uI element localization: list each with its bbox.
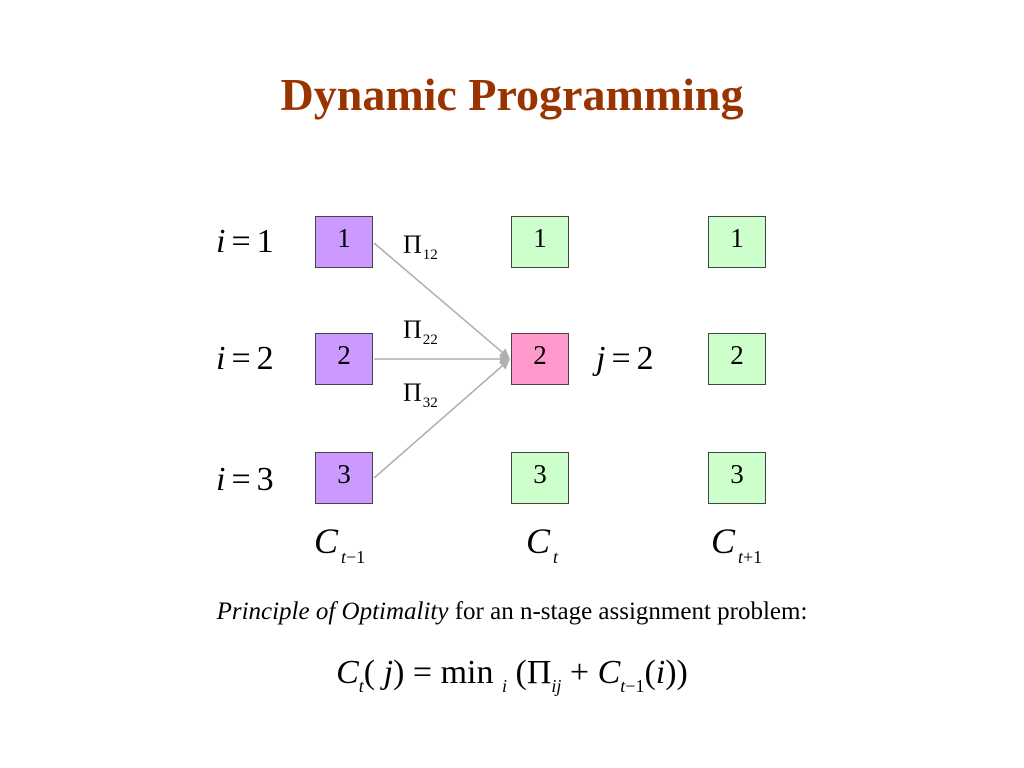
transition-label-22: Π22 bbox=[403, 315, 438, 348]
transition-label-12: Π12 bbox=[403, 230, 438, 263]
node-next-2: 2 bbox=[708, 333, 766, 385]
transition-label-32: Π32 bbox=[403, 378, 438, 411]
arrow-3-to-2 bbox=[373, 359, 510, 479]
j-label: j=2 bbox=[596, 340, 654, 377]
node-curr-1: 1 bbox=[511, 216, 569, 268]
principle-text: Principle of Optimality for an n-stage a… bbox=[216, 598, 808, 625]
arrow-1-to-2 bbox=[373, 242, 510, 359]
node-curr-3: 3 bbox=[511, 452, 569, 504]
node-prev-1: 1 bbox=[315, 216, 373, 268]
row-label-i1: i=1 bbox=[216, 223, 274, 260]
node-next-1: 1 bbox=[708, 216, 766, 268]
node-next-3: 3 bbox=[708, 452, 766, 504]
node-prev-2: 2 bbox=[315, 333, 373, 385]
row-label-i2: i=2 bbox=[216, 340, 274, 377]
page-title: Dynamic Programming bbox=[280, 69, 744, 120]
node-curr-2-selected: 2 bbox=[511, 333, 569, 385]
node-prev-3: 3 bbox=[315, 452, 373, 504]
row-label-i3: i=3 bbox=[216, 461, 274, 498]
recurrence-formula: Ct( j) = min i (Πij + Ct−1(i)) bbox=[336, 654, 688, 696]
